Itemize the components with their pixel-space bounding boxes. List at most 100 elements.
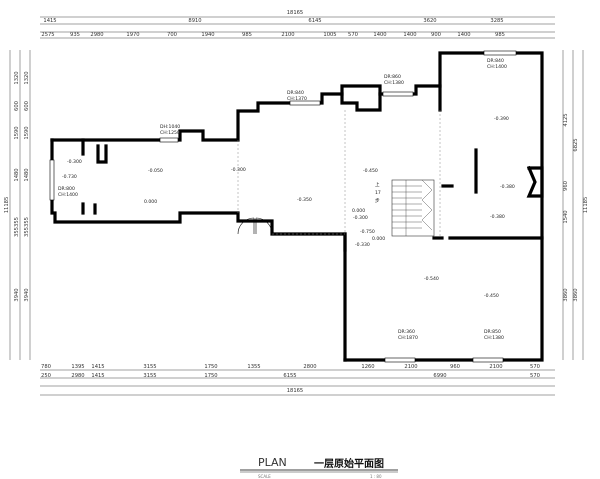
bottom-row-b-dim-2: 1750: [204, 373, 217, 379]
top-row-b-dim-2: 935: [70, 32, 80, 38]
bottom-total-dim: 18165: [287, 388, 304, 394]
top-row-b-dim-6: 1940: [201, 32, 214, 38]
opening-labels: DR:840 CH:1400 DR:860 CH:1380 DR:840 CH:…: [58, 58, 507, 341]
opening-2-code: DR:860: [384, 74, 401, 80]
top-row-a-dim: 1415: [43, 18, 56, 24]
top-mid-dim-1: 6145: [308, 18, 321, 24]
left-outer-dim-3: 1590: [14, 126, 20, 139]
left-outer-dim-5: 355: [14, 217, 20, 227]
level-marks: -0.300 -0.730 -0.050 0.000 -0.300 -0.350…: [62, 116, 515, 299]
stair-label-2: 17: [375, 190, 381, 196]
left-inner-dim-7: 3940: [24, 288, 30, 301]
entry-door: [237, 217, 273, 235]
right-outer-dim-1: 6825: [573, 138, 579, 151]
bottom-row-b-dim-1: 3155: [143, 373, 156, 379]
windows: [49, 50, 517, 363]
left-dimensions: 11185 1320 600 1590 1480 355 355 3940 13…: [4, 50, 31, 360]
bottom-row-a-dim-8: 2100: [489, 364, 502, 370]
opening-5-ch: CH:1400: [58, 192, 78, 198]
opening-1-ch: CH:1400: [487, 64, 507, 70]
left-inner-dim-6: 355: [24, 227, 30, 237]
left-inner-dim-1: 1320: [24, 71, 30, 84]
left-outer-dim-6: 355: [14, 227, 20, 237]
top-row-b-dim-12: 1400: [403, 32, 416, 38]
level-mark-4: 0.000: [144, 199, 157, 205]
stair-label-3: 步: [375, 198, 380, 204]
opening-1-code: DR:840: [487, 58, 504, 64]
opening-7-code: DR:850: [484, 329, 501, 335]
bottom-row-a-dim-5: 1260: [361, 364, 374, 370]
bottom-lead-b-dim-1: 250: [41, 373, 51, 379]
level-mark-8: 0.000: [352, 208, 365, 214]
top-row-b-dim-1: 2575: [41, 32, 54, 38]
left-outer-dim-1: 1320: [14, 71, 20, 84]
opening-7-ch: CH:1380: [484, 335, 504, 341]
bottom-row-b-dim-4: 6990: [433, 373, 446, 379]
left-outer-dim-7: 3940: [14, 288, 20, 301]
left-inner-dim-5: 355: [24, 217, 30, 227]
opening-6-code: DR:360: [398, 329, 415, 335]
level-mark-6: -0.350: [297, 197, 312, 203]
level-mark-14: -0.540: [424, 276, 439, 282]
bottom-row-b-dim-5: 570: [530, 373, 540, 379]
top-row-b-dim-15: 985: [495, 32, 505, 38]
bottom-lead-a-dim-2: 1395: [71, 364, 84, 370]
bottom-lead-b-dim-3: 1415: [91, 373, 104, 379]
level-mark-1: -0.300: [67, 159, 82, 165]
top-row-b-dim-4: 1970: [126, 32, 139, 38]
right-dimensions: 4125 960 1540 3860 6825 3860 11185: [562, 50, 589, 360]
opening-6-ch: CH:1870: [398, 335, 418, 341]
top-row-b-dim-7: 985: [242, 32, 252, 38]
bottom-lead-a-dim-3: 1415: [91, 364, 104, 370]
left-outer-dim-2: 600: [14, 101, 20, 111]
level-mark-3: -0.050: [148, 168, 163, 174]
level-mark-5: -0.300: [231, 167, 246, 173]
level-mark-9: -0.300: [353, 215, 368, 221]
top-row-b-dim-11: 1400: [373, 32, 386, 38]
top-total-dim: 18165: [287, 10, 304, 16]
right-inner-dim-1: 4125: [563, 113, 569, 126]
bottom-row-a-dim-9: 570: [530, 364, 540, 370]
top-row-b-dim-10: 570: [348, 32, 358, 38]
top-row-b-dim-8: 2100: [281, 32, 294, 38]
level-mark-11: -0.390: [494, 116, 509, 122]
bottom-row-a-dim-4: 2800: [303, 364, 316, 370]
level-mark-17: 0.000: [372, 236, 385, 242]
right-total-dim: 11185: [583, 197, 589, 214]
top-row-b-dim-14: 1400: [457, 32, 470, 38]
top-row-b-dim-9: 1005: [323, 32, 336, 38]
opening-3-ch: CH:1370: [287, 96, 307, 102]
left-outer-dim-4: 1480: [14, 168, 20, 181]
right-inner-dim-2: 960: [563, 181, 569, 191]
bottom-dimensions: 780 1395 1415 3155 1750 1355 2800 1260 2…: [40, 364, 555, 396]
left-inner-dim-4: 1480: [24, 168, 30, 181]
left-inner-dim-2: 600: [24, 101, 30, 111]
top-row-b-dim-13: 900: [431, 32, 441, 38]
left-inner-dim-3: 1590: [24, 126, 30, 139]
left-total-dim: 11185: [4, 197, 10, 214]
bottom-row-a-dim-2: 1750: [204, 364, 217, 370]
scale-label: SCALE: [258, 474, 271, 479]
opening-4-ch: CH:1250: [160, 130, 180, 136]
stair-label-1: 上: [375, 181, 380, 188]
stair: 上 17 步: [375, 179, 435, 237]
level-mark-2: -0.730: [62, 174, 77, 180]
opening-4-code: DH:1040: [160, 124, 180, 130]
level-mark-12: -0.380: [500, 184, 515, 190]
scale-value: 1 : 80: [370, 474, 382, 479]
opening-2-ch: CH:1380: [384, 80, 404, 86]
bottom-lead-a-dim-1: 780: [41, 364, 51, 370]
bottom-row-a-dim-3: 1355: [247, 364, 260, 370]
top-mid-dim-2: 3620: [423, 18, 436, 24]
level-mark-13: -0.380: [490, 214, 505, 220]
bottom-row-a-dim-1: 3155: [143, 364, 156, 370]
dashed-lines: [237, 110, 441, 238]
right-inner-dim-3: 1540: [563, 210, 569, 223]
level-mark-7: -0.450: [363, 168, 378, 174]
bottom-row-a-dim-7: 960: [450, 364, 460, 370]
title-block: PLAN 一层原始平面图 SCALE 1 : 80: [240, 456, 398, 479]
bottom-row-a-dim-6: 2100: [404, 364, 417, 370]
drawing-title-en: PLAN: [258, 456, 287, 469]
bottom-row-b-dim-3: 6155: [283, 373, 296, 379]
